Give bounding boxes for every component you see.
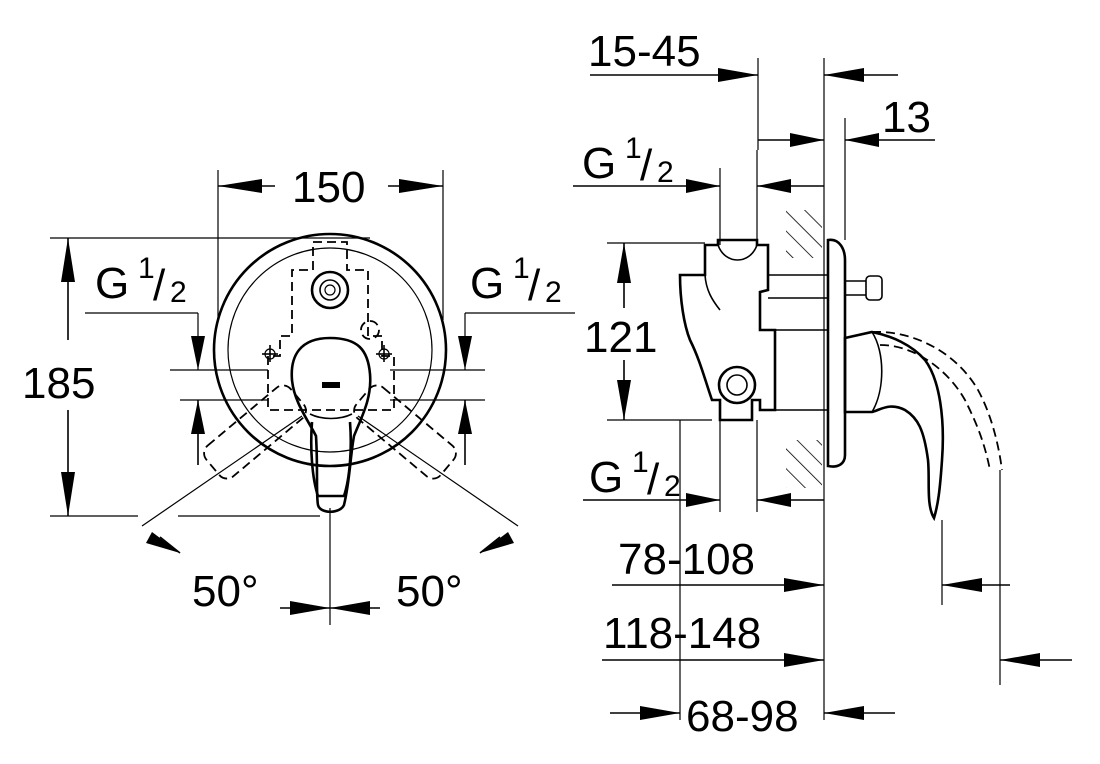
wall-hatch-top [786,210,822,258]
inlet-plug-right [376,345,392,362]
depth-c-label: 68-98 [686,692,799,741]
escutcheon-plate [212,232,448,468]
plate-thickness-label: 13 [882,93,931,142]
handle-ghost-left [203,384,307,480]
svg-text:G: G [589,453,623,502]
svg-text:1: 1 [513,252,530,285]
outlet-port [717,365,757,405]
diverter-knob [310,270,350,310]
svg-text:1: 1 [138,252,155,285]
front-view: 150 185 G 1 / 2 G 1 / 2 50° 50° [22,163,575,625]
handle-ghost-right [353,384,457,480]
width-label: 150 [292,163,365,212]
wall-hatch-bottom [786,440,822,488]
svg-text:G: G [582,139,616,188]
port-label-right: G 1 / 2 [470,252,562,310]
escutcheon-inner-ring [227,247,433,453]
lever-swing-ghost [871,331,1003,471]
lever-grip [309,421,353,498]
side-height-label: 121 [584,313,657,362]
depth-b-label: 118-148 [603,609,761,658]
svg-text:G: G [95,259,129,308]
svg-text:/: / [647,455,660,504]
svg-text:/: / [640,141,653,190]
angle-label-right: 50° [396,567,463,616]
inlet-plug-left [262,345,278,362]
port-label-top: G 1 / 2 [582,132,674,190]
svg-text:G: G [470,259,504,308]
angle-label-left: 50° [192,567,259,616]
depth-a-label: 78-108 [618,535,755,584]
svg-text:2: 2 [664,470,681,503]
height-label: 185 [22,359,95,408]
wall-range-label: 15-45 [588,27,701,76]
escutcheon-side [826,238,847,468]
port-label-bottom: G 1 / 2 [589,446,681,504]
port-label-left: G 1 / 2 [95,252,187,310]
lever-indicator [322,382,340,388]
side-view: 15-45 13 G 1 / 2 121 G 1 / 2 78-108 118-… [573,27,1072,741]
svg-text:1: 1 [625,132,642,165]
svg-text:/: / [528,261,541,310]
diverter-pin [845,275,883,301]
svg-text:2: 2 [657,156,674,189]
svg-text:/: / [153,261,166,310]
svg-text:1: 1 [632,446,649,479]
lever-side [843,330,945,522]
valve-body [678,238,777,422]
svg-text:2: 2 [170,276,187,309]
concealed-body-outline [267,241,395,411]
lever-handle [290,336,372,514]
svg-text:2: 2 [545,276,562,309]
